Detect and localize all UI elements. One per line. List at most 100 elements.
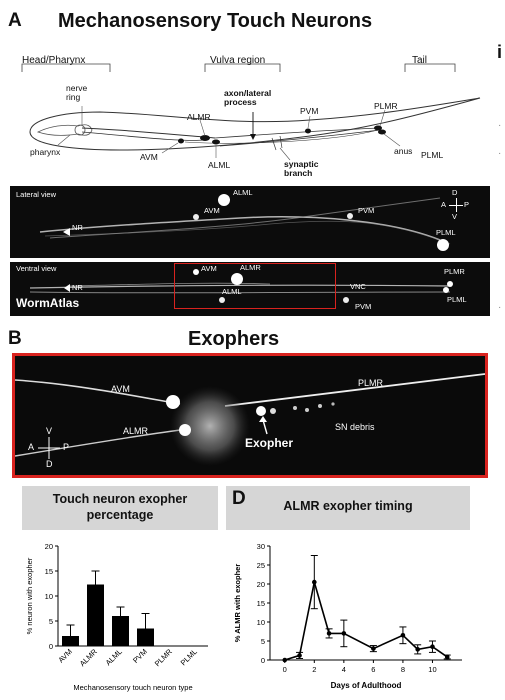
lateral-plml-label: PLML xyxy=(436,228,456,237)
y-axis-label: % ALMR with exopher xyxy=(233,564,242,643)
panel-d-header: ALMR exopher timing xyxy=(226,486,470,530)
y-tick-label: 30 xyxy=(257,542,265,551)
alml-cell xyxy=(212,139,220,145)
y-tick-label: 5 xyxy=(261,637,265,646)
avm-cell xyxy=(178,138,184,144)
exopher-compass-d: D xyxy=(46,459,53,469)
panel-c-header-text: Touch neuron exopher percentage xyxy=(52,492,188,522)
ventral-view-title: Ventral view xyxy=(16,264,57,273)
panel-d-letter: D xyxy=(232,488,246,509)
worm-schematic xyxy=(21,63,481,161)
avm-label: AVM xyxy=(140,152,158,162)
exopher-compass-p: P xyxy=(63,442,70,452)
y-tick-label: 25 xyxy=(257,561,265,570)
x-axis-label: Mechanosensory touch neuron type xyxy=(73,683,192,692)
pharynx-label: pharynx xyxy=(30,147,61,157)
lateral-nr-label: NR xyxy=(72,223,83,232)
panel-b-title: Exophers xyxy=(188,328,280,350)
ventral-pvm-label: PVM xyxy=(355,302,372,311)
nerve-ring-label: nerve ring xyxy=(66,83,88,102)
bar-avm xyxy=(62,636,79,646)
wormatlas-watermark: WormAtlas xyxy=(16,296,80,310)
lateral-avm-label: AVM xyxy=(204,206,220,215)
x-tick-label: PLMR xyxy=(153,647,175,669)
data-point xyxy=(282,657,288,663)
x-tick-label: PVM xyxy=(131,647,149,665)
plml-label: PLML xyxy=(421,150,444,160)
series-line xyxy=(284,581,448,661)
ventral-vnc-label: VNC xyxy=(350,282,366,291)
x-tick-label: 6 xyxy=(371,665,375,674)
lateral-view-title: Lateral view xyxy=(16,190,57,199)
x-tick-label: ALMR xyxy=(78,647,100,669)
y-tick-label: 15 xyxy=(257,599,265,608)
line-chart: 0 5 10 15 20 25 30 0 2 4 6 8 10 % ALMR with exopherDa… xyxy=(233,542,462,690)
x-tick-label: 4 xyxy=(342,665,346,674)
exopher-label: Exopher xyxy=(245,436,294,450)
ventral-nr-label: NR xyxy=(72,283,83,292)
exopher-plmr-label: PLMR xyxy=(358,378,384,388)
side-fragment-i: i xyxy=(497,42,503,62)
y-tick-label: 20 xyxy=(45,542,53,551)
side-fragment-2: · xyxy=(498,148,502,159)
exopher-avm-label: AVM xyxy=(111,384,130,394)
head-pharynx-label: Head/Pharynx xyxy=(22,55,86,66)
compass-a: A xyxy=(441,200,447,209)
compass-v: V xyxy=(452,212,458,221)
plml-cell xyxy=(378,129,386,135)
exopher-image: AVM ALMR PLMR Exopher SN debris V A P D xyxy=(12,353,488,478)
lateral-pvm-label: PVM xyxy=(358,206,375,215)
anus-label: anus xyxy=(394,146,413,156)
data-point xyxy=(312,579,317,585)
side-fragment-1: · xyxy=(498,120,502,131)
panel-a-letter: A xyxy=(8,10,22,31)
y-tick-label: 0 xyxy=(261,656,265,665)
x-axis-label: Days of Adulthood xyxy=(331,681,402,690)
bar-almr xyxy=(87,584,104,646)
data-point xyxy=(297,653,302,658)
ventral-alml-label: ALML xyxy=(222,287,242,296)
x-tick-label: 2 xyxy=(312,665,316,674)
x-tick-label: 0 xyxy=(283,665,287,674)
x-tick-label: 8 xyxy=(401,665,405,674)
y-tick-label: 10 xyxy=(257,618,265,627)
compass-p: P xyxy=(464,200,470,209)
worm-body-outline xyxy=(29,97,481,151)
plmr-label: PLMR xyxy=(374,101,398,111)
panel-a-title: Mechanosensory Touch Neurons xyxy=(58,10,373,32)
x-tick-label: PLML xyxy=(179,647,199,667)
ventral-plml-label: PLML xyxy=(447,295,467,304)
panel-d-header-text: ALMR exopher timing xyxy=(283,499,413,513)
y-tick-label: 5 xyxy=(49,617,53,626)
alml-label: ALML xyxy=(208,160,231,170)
compass-cross-v xyxy=(456,198,457,212)
ventral-avm-label: AVM xyxy=(201,264,217,273)
lateral-alml-label: ALML xyxy=(233,188,253,197)
exopher-compass-v: V xyxy=(46,426,53,436)
pharynx-shape xyxy=(36,124,93,136)
bar-alml xyxy=(112,616,129,646)
axon-label: axon/lateral process xyxy=(224,88,272,107)
plmr-cell xyxy=(374,125,382,131)
side-fragment-3: · xyxy=(498,302,502,313)
lateral-view-image: Lateral view NR AVM ALML PVM PLML D A P … xyxy=(10,186,490,258)
panel-b-letter: B xyxy=(8,328,22,349)
data-point xyxy=(415,647,420,652)
x-tick-label: 10 xyxy=(428,665,436,674)
x-tick-label: AVM xyxy=(56,647,73,664)
pvm-cell xyxy=(305,128,311,134)
data-point xyxy=(341,631,347,636)
data-point xyxy=(371,646,376,651)
exopher-compass-a: A xyxy=(28,442,35,452)
y-tick-label: 10 xyxy=(45,592,53,601)
data-point xyxy=(400,633,406,638)
x-tick-label: ALML xyxy=(104,647,124,667)
y-tick-label: 20 xyxy=(257,580,265,589)
data-point xyxy=(430,644,435,649)
data-point xyxy=(444,654,450,660)
ventral-view-image: Ventral view NR AVM ALMR ALML VNC PVM PL… xyxy=(10,262,490,316)
y-axis-label: % neuron with exopher xyxy=(25,557,34,634)
bar-pvm xyxy=(137,628,154,646)
data-point xyxy=(326,631,332,636)
almr-label: ALMR xyxy=(187,112,211,122)
